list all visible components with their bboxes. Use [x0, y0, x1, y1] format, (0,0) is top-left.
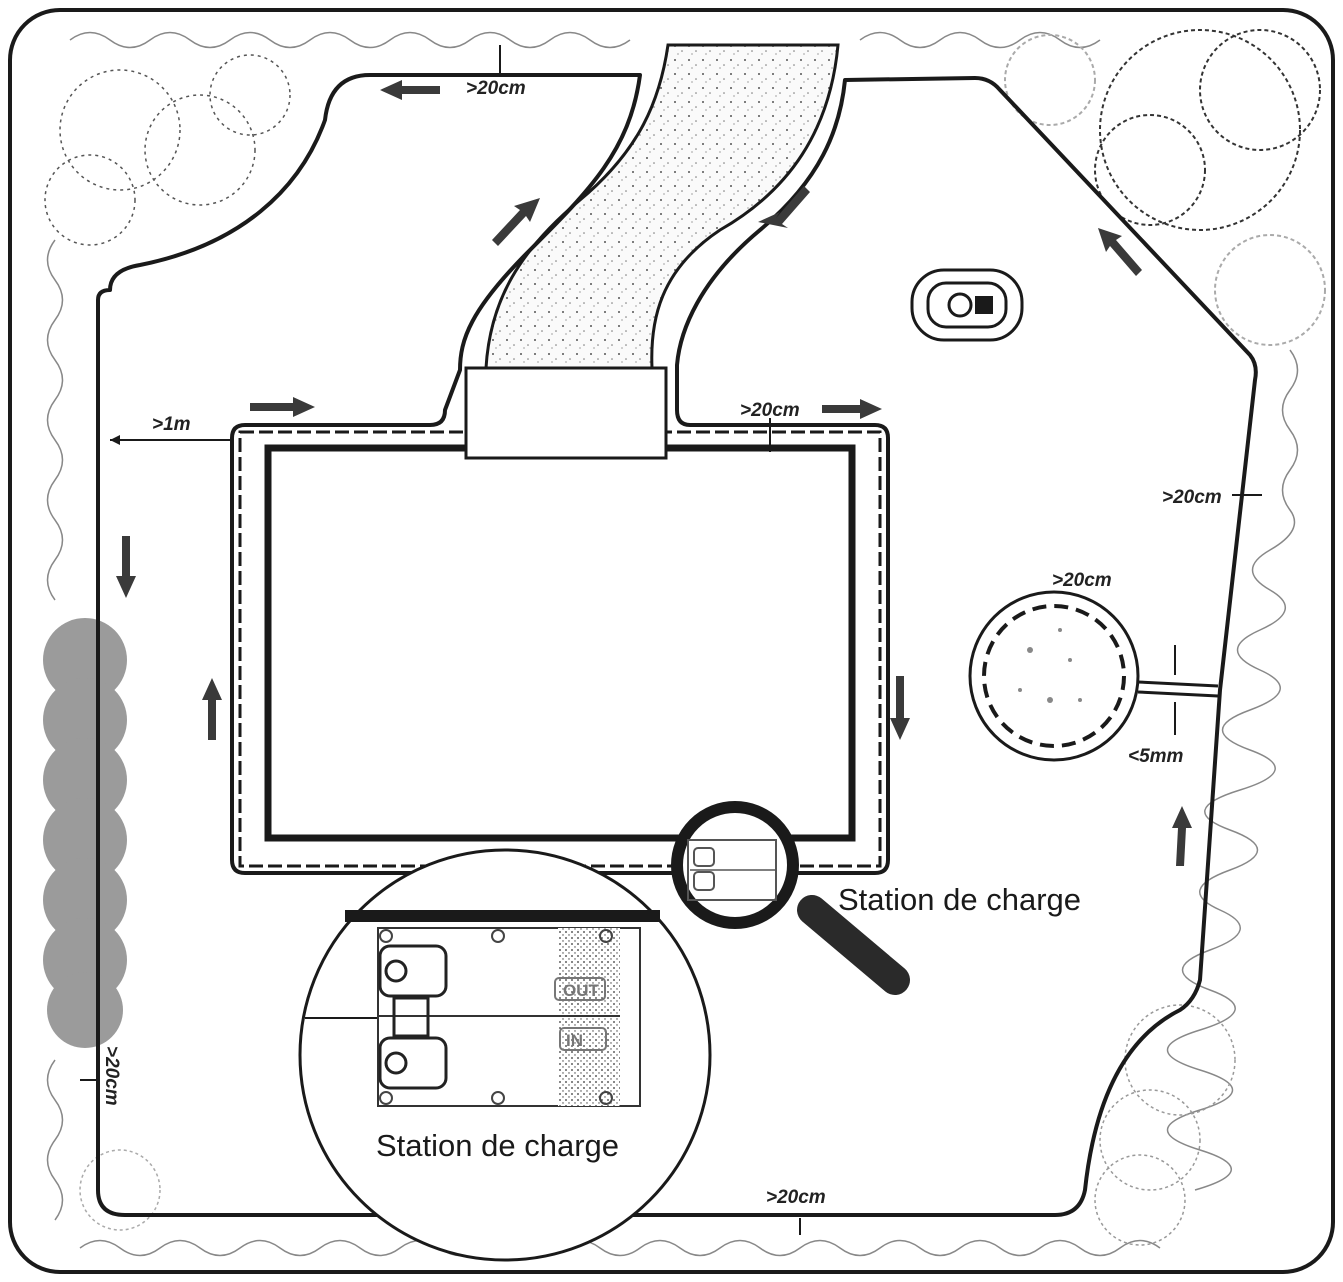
label-dist-top-left: >20cm: [466, 78, 526, 99]
tree-top-right: [1004, 29, 1326, 346]
bush-bottom-left: [79, 1149, 161, 1231]
label-dist-right-edge: >20cm: [1162, 487, 1222, 508]
arrow-right-icon-2: [822, 399, 882, 419]
zoom-circle: OUT IN: [298, 848, 712, 1262]
border-hedge: [46, 31, 1299, 1257]
arrow-down-icon-2: [890, 676, 910, 740]
arrow-up-right-icon: [492, 198, 540, 246]
arrow-down-icon: [116, 536, 136, 598]
hedge-left: [43, 618, 127, 1048]
arrow-up-icon: [202, 678, 222, 740]
zoom-in-label: IN: [566, 1031, 583, 1050]
label-dist-left-edge: >20cm: [101, 1046, 122, 1106]
robot-mower: [910, 268, 1024, 342]
arrow-left-icon: [380, 80, 440, 100]
direction-arrows: [116, 80, 1192, 866]
magnifier-icon: [671, 801, 910, 995]
pool: [264, 444, 856, 842]
zoom-out-label: OUT: [563, 981, 600, 1000]
label-station-zoom: Station de charge: [376, 1128, 619, 1163]
boundary-wire: [96, 73, 1258, 1217]
path-end-block: [464, 366, 668, 460]
label-dist-bottom: >20cm: [766, 1187, 826, 1208]
arrow-down-left-icon: [758, 186, 810, 228]
arrow-up-left-icon: [1098, 228, 1142, 276]
label-gap-small: <5mm: [1128, 746, 1184, 767]
bush-top-left: [44, 54, 291, 246]
tree-island: [968, 590, 1219, 762]
label-dist-tree-circle: >20cm: [1052, 570, 1112, 591]
arrow-right-icon: [250, 397, 315, 417]
label-station-main: Station de charge: [838, 882, 1081, 917]
distance-markers: [80, 45, 1262, 1235]
label-dist-pool-right: >20cm: [740, 400, 800, 421]
arrow-up-icon-2: [1172, 806, 1192, 866]
label-dist-border: >1m: [152, 414, 191, 435]
tree-bottom-right: [1094, 1004, 1236, 1246]
